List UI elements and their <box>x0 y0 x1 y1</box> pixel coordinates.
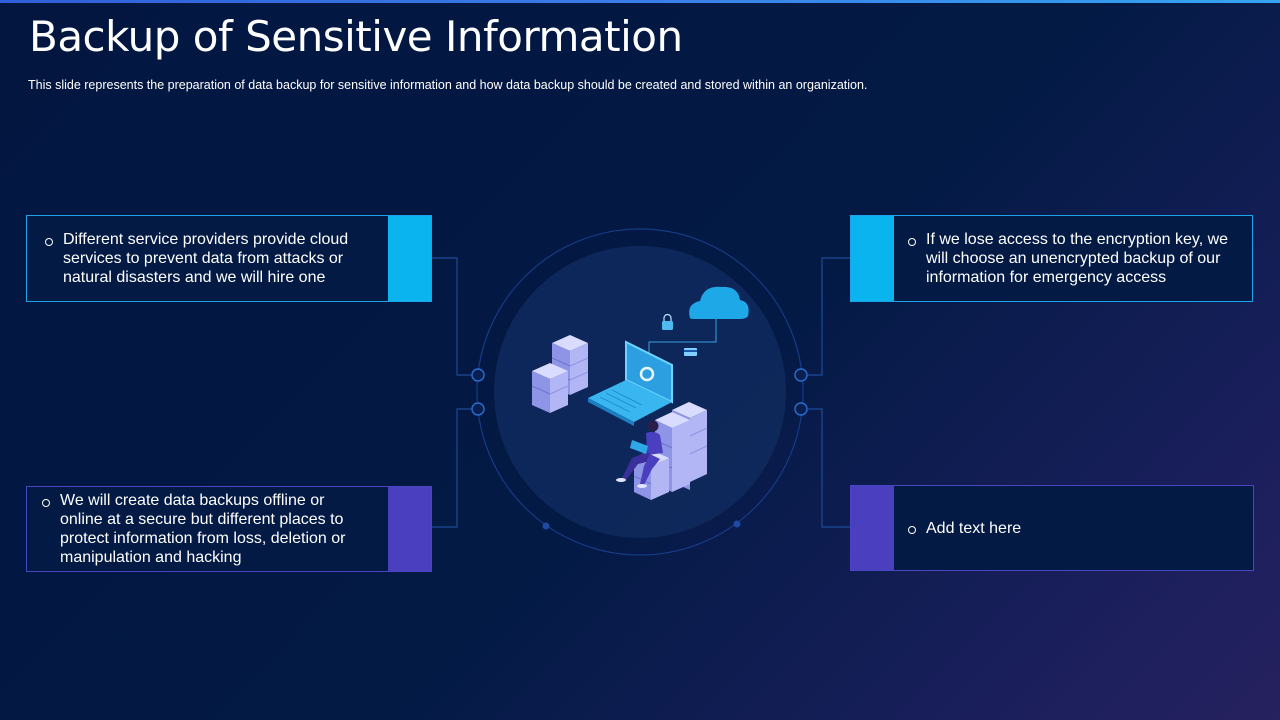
bullet-icon <box>908 238 916 246</box>
info-card-bottom-right: Add text here <box>850 485 1254 571</box>
info-card-top-left: Different service providers provide clou… <box>26 215 432 302</box>
info-card-bottom-left: We will create data backups offline or o… <box>26 486 432 572</box>
info-card-top-right: If we lose access to the encryption key,… <box>850 215 1253 302</box>
card-text: We will create data backups offline or o… <box>60 492 346 566</box>
slide-title: Backup of Sensitive Information <box>29 12 683 61</box>
card-text: If we lose access to the encryption key,… <box>926 231 1229 286</box>
card-text[interactable]: Add text here <box>926 519 1022 537</box>
top-accent-line <box>0 0 1280 3</box>
card-accent-bar <box>388 487 431 571</box>
card-accent-bar <box>851 216 894 301</box>
card-text: Different service providers provide clou… <box>63 231 349 286</box>
card-icon <box>684 348 697 356</box>
bullet-icon <box>908 526 916 534</box>
lock-icon <box>662 313 673 330</box>
person-with-laptop-icon <box>616 420 663 488</box>
bullet-icon <box>45 238 53 246</box>
laptop-icon <box>588 340 673 426</box>
bullet-icon <box>42 499 50 507</box>
cloud-icon <box>648 286 749 360</box>
card-accent-bar <box>388 216 431 301</box>
server-stack-icon <box>531 335 589 413</box>
card-accent-bar <box>851 486 894 570</box>
slide-subtitle: This slide represents the preparation of… <box>28 78 868 92</box>
